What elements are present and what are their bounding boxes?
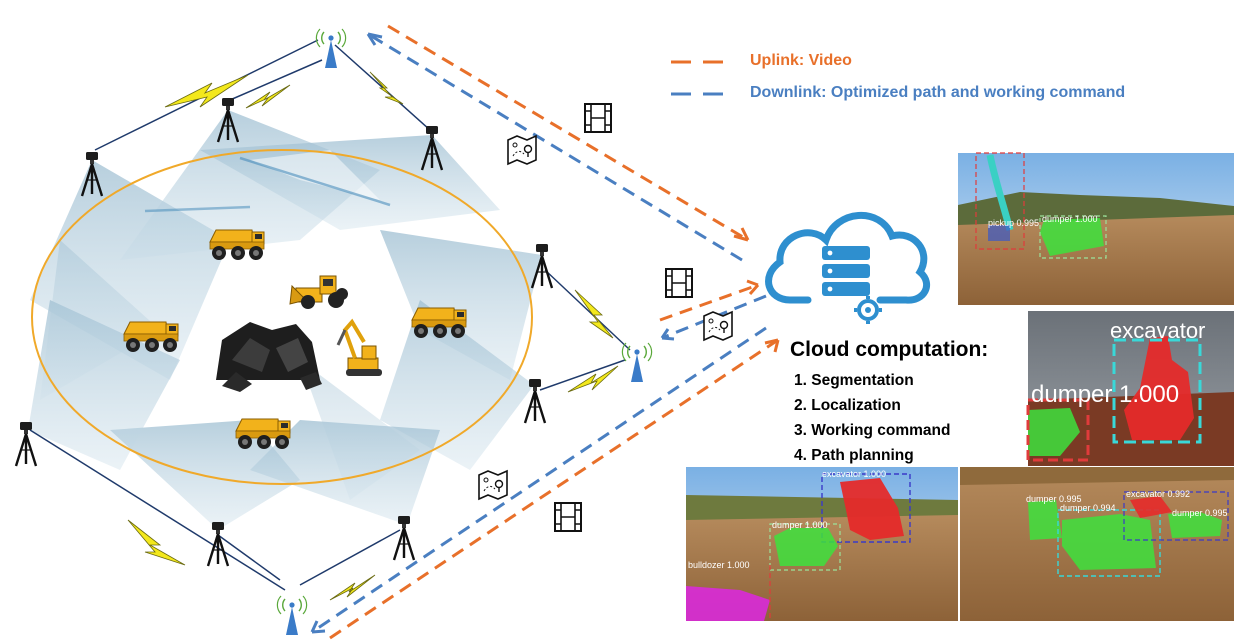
detection-label: bulldozer 1.000 xyxy=(688,560,750,570)
detection-label: excavator xyxy=(1110,318,1206,343)
map-icon xyxy=(478,470,508,500)
legend-downlink-label: Downlink: Optimized path and working com… xyxy=(750,84,1126,101)
excavator-icon xyxy=(336,318,382,376)
tower-icon-right xyxy=(621,342,653,383)
legend-swatches xyxy=(671,60,735,96)
detection-label: dumper 1.000 xyxy=(1042,214,1098,224)
detection-label: excavator 1.000 xyxy=(822,469,887,479)
dump-truck-icon xyxy=(123,321,179,353)
legend-uplink-label: Uplink: Video xyxy=(750,52,852,69)
video-film-icon xyxy=(554,502,582,532)
tower-icon-bottom xyxy=(276,595,308,636)
cloud-computation-title: Cloud computation: xyxy=(790,338,989,361)
map-icon xyxy=(703,311,733,341)
dump-truck-icon xyxy=(235,418,291,450)
wheel-loader-icon xyxy=(289,275,348,309)
cloud-server-icon xyxy=(765,211,930,324)
step-localization: 2. Localization xyxy=(794,397,901,414)
detection-label: dumper 0.995 xyxy=(1172,508,1228,518)
camera-coverage-cones xyxy=(28,110,542,530)
detection-photo-3 xyxy=(686,467,958,621)
step-path-planning: 4. Path planning xyxy=(794,447,914,464)
link-arrows xyxy=(310,24,780,640)
tower-icon-top xyxy=(315,28,347,69)
radio-link-bolts xyxy=(127,71,619,601)
detection-label: dumper 0.995 xyxy=(1026,494,1082,504)
detection-label: dumper 0.994 xyxy=(1060,503,1116,513)
camera-icon xyxy=(392,514,416,562)
dump-truck-icon xyxy=(411,307,467,339)
detection-label: excavator 0.992 xyxy=(1126,489,1191,499)
detection-photo-4 xyxy=(960,467,1234,621)
video-film-icon xyxy=(665,268,693,298)
map-icon xyxy=(507,135,537,165)
dump-truck-icon xyxy=(209,229,265,261)
step-working-command: 3. Working command xyxy=(794,422,951,439)
detection-label: dumper 1.000 xyxy=(772,520,828,530)
detection-label: dumper 1.000 xyxy=(1031,381,1180,408)
video-film-icon xyxy=(584,103,612,133)
detection-photo-2 xyxy=(1026,311,1234,466)
coal-pile-icon xyxy=(216,322,322,392)
detection-photo-1 xyxy=(958,152,1234,305)
detection-label: pickup 0.995 xyxy=(988,218,1040,228)
step-segmentation: 1. Segmentation xyxy=(794,372,914,389)
work-zone-ellipse xyxy=(31,149,533,485)
